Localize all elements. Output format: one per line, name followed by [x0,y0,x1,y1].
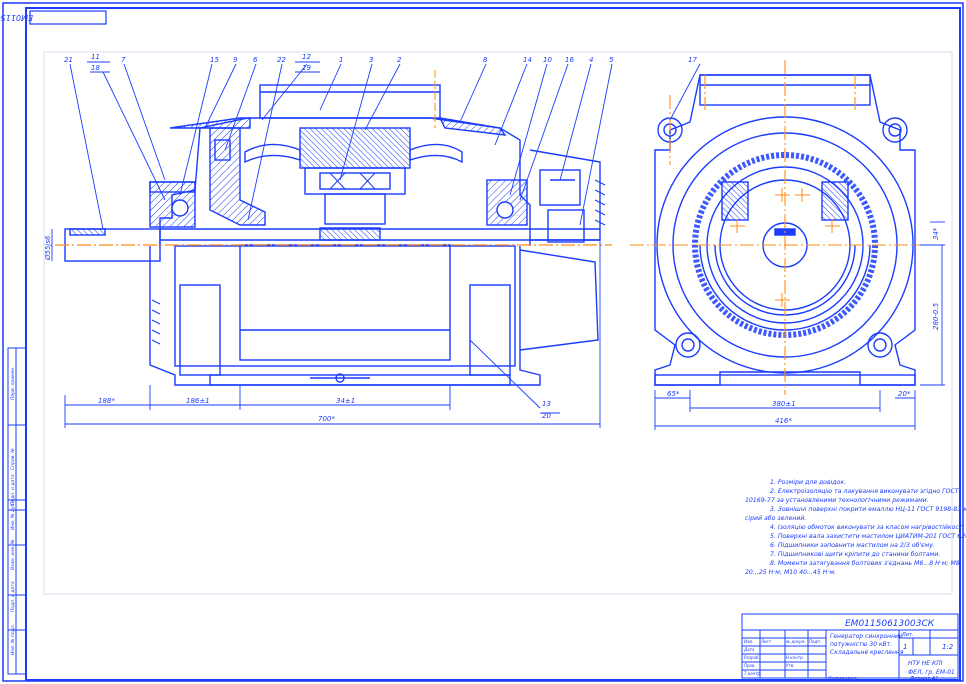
part-label-2: 2 [397,56,402,64]
part-label-21: 21 [64,56,73,64]
title-table-label: № докум. [785,639,806,644]
copy-label: Копировал [828,676,857,682]
part-label-22: 22 [277,56,286,64]
title-table-label: Дата [743,647,755,652]
note-6: 6. Підшипники заповнити мастилом на 2/3 … [770,541,935,549]
part-label-4: 4 [589,56,593,64]
sheet-letter-label: Лит. [901,632,914,638]
part-label-14: 14 [523,56,532,64]
part-label-9: 9 [233,56,238,64]
drawing-title-line: потужністю 30 кВт. [830,641,892,648]
title-doc-code: ЕМ01150613003СК [845,619,935,629]
dim-188: 188* [98,397,115,405]
drawing-title-line: Генератор синхронний [830,633,903,640]
note-8: 8. Моменти затягування болтових з'єднань… [745,559,960,576]
sheet-inner-frame [25,7,961,681]
side-stamp-label: Справ. № [10,448,16,470]
side-stamp-label: Инв. № дубл. [10,499,16,530]
dim-foot-span: 380±1 [772,400,796,408]
organization-line: НТУ НЕ КПІ [908,660,943,667]
org-lines: НТУ НЕ КПІ ФЕЛ, гр. ЕМ-01 [908,660,955,676]
dimension-labels-right: 65* 20* 380±1 416* 280-0.5 34* [667,227,940,425]
dim-186: 186±1 [186,397,210,405]
note-7: 7. Підшипникові щити кріпити до станини … [770,550,940,558]
part-label-3: 3 [369,56,373,64]
side-stamp-label: Инв. № подл. [10,624,16,655]
dim-foot-right: 20* [898,390,911,398]
leader-17 [669,63,701,121]
dim-axis-height: 280-0.5 [932,302,940,330]
top-doc-code-box [29,10,107,25]
title-table-label: Утв. [786,663,794,668]
part-label-8: 8 [483,56,488,64]
leader-lines-left [69,61,613,414]
side-stamp-label: Взам. инв. № [10,539,16,570]
side-stamp-label: Подп. и дата [10,581,16,612]
organization-line: ФЕЛ, гр. ЕМ-01 [908,669,955,676]
note-2: 2. Електроізоляцію та лакування виконува… [745,487,960,504]
part-label-1: 1 [339,56,343,64]
longitudinal-section-view [64,84,606,386]
note-3: 3. Зовнішні поверхні покрити емаллю НЦ-1… [745,505,966,522]
part-label-15: 15 [210,56,219,64]
title-table-label: Изм. [744,639,753,644]
part-label-18: 18 [91,64,100,72]
dim-foot-depth: 65* [667,390,680,398]
dim-height-right: 34* [932,227,940,240]
dimension-lines-left [51,229,601,428]
format-label: Формат А1 [910,676,938,682]
drawing-area [43,51,953,595]
note-1: 1. Розміри для довідок. [770,478,846,486]
dim-shaft-dia: Ø55js6 [44,235,52,261]
part-label-10: 10 [543,56,552,64]
part-label-12: 12 [302,53,311,61]
part-label-16: 16 [565,56,574,64]
note-5: 5. Поверхні вала захистити мастилом ЦИАТ… [770,532,966,540]
part-label-19: 19 [302,64,311,72]
sheet-scale: 1:2 [942,643,954,651]
part-label-11: 11 [91,53,100,61]
part-label-17: 17 [688,56,697,64]
end-view-axes [630,60,935,395]
title-block [741,613,959,679]
part-label-13: 13 [542,400,551,408]
dim-700: 700* [318,415,335,423]
technical-notes: 1. Розміри для довідок.2. Електроізоляці… [745,478,966,576]
side-stamp-label: Подп. и дата [10,474,16,505]
sheet-count: 1 [903,643,907,651]
dim-34: 34±1 [336,397,355,405]
note-4: 4. Ізоляцію обмоток виконувати за класом… [770,523,966,531]
side-stamp [7,347,27,675]
part-label-7: 7 [121,56,126,64]
part-label-20: 20 [542,412,551,420]
top-doc-code: ЕМ01150613003СК [0,13,33,22]
side-stamp-label: Перв. примен. [10,366,16,400]
dim-overall-width: 416* [775,417,792,425]
title-table-label: Пров. [744,663,756,668]
part-label-5: 5 [609,56,614,64]
dimension-lines-right [654,221,945,430]
fastener-markers [730,188,840,307]
title-table-label: Подп. [809,639,821,644]
title-table-label: Разраб. [744,655,760,660]
title-table-label: Т.контр. [744,671,761,676]
title-table-label: Лист [760,639,772,644]
title-table-label: Н.контр. [786,655,804,660]
drawing-title-line: Складальне креслення [830,649,904,656]
part-label-6: 6 [253,56,258,64]
dimension-labels-left: 188* 186±1 34±1 700* Ø55js6 [44,235,355,423]
